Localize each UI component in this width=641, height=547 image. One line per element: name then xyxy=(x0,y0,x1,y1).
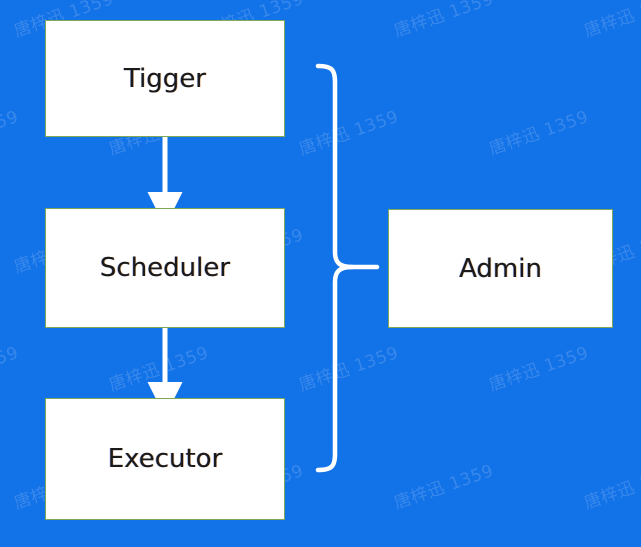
watermark-text: 唐梓迅 1359 xyxy=(581,0,641,42)
watermark-text: 唐梓迅 1359 xyxy=(581,460,641,514)
node-box-scheduler[interactable]: Scheduler xyxy=(45,208,285,328)
node-box-executor[interactable]: Executor xyxy=(45,398,285,520)
watermark-text: 唐梓迅 1359 xyxy=(486,106,592,160)
watermark-text: 唐梓迅 1359 xyxy=(391,460,497,514)
watermark-text: 唐梓迅 1359 xyxy=(486,342,592,396)
node-label-scheduler: Scheduler xyxy=(99,253,231,283)
watermark-text: 唐梓迅 1359 xyxy=(0,106,22,160)
node-label-executor: Executor xyxy=(107,444,223,474)
node-box-tigger[interactable]: Tigger xyxy=(45,20,285,137)
watermark-text: 唐梓迅 1359 xyxy=(0,342,22,396)
node-label-tigger: Tigger xyxy=(124,63,206,94)
watermark-text: 唐梓迅 1359 xyxy=(391,0,497,42)
curly-brace-path xyxy=(315,63,355,473)
watermark-text: 唐梓迅 1359 xyxy=(296,342,402,396)
node-label-admin: Admin xyxy=(459,253,542,284)
watermark-text: 唐梓迅 1359 xyxy=(106,342,212,396)
watermark-text: 唐梓迅 1359 xyxy=(296,106,402,160)
node-box-admin[interactable]: Admin xyxy=(388,209,613,328)
